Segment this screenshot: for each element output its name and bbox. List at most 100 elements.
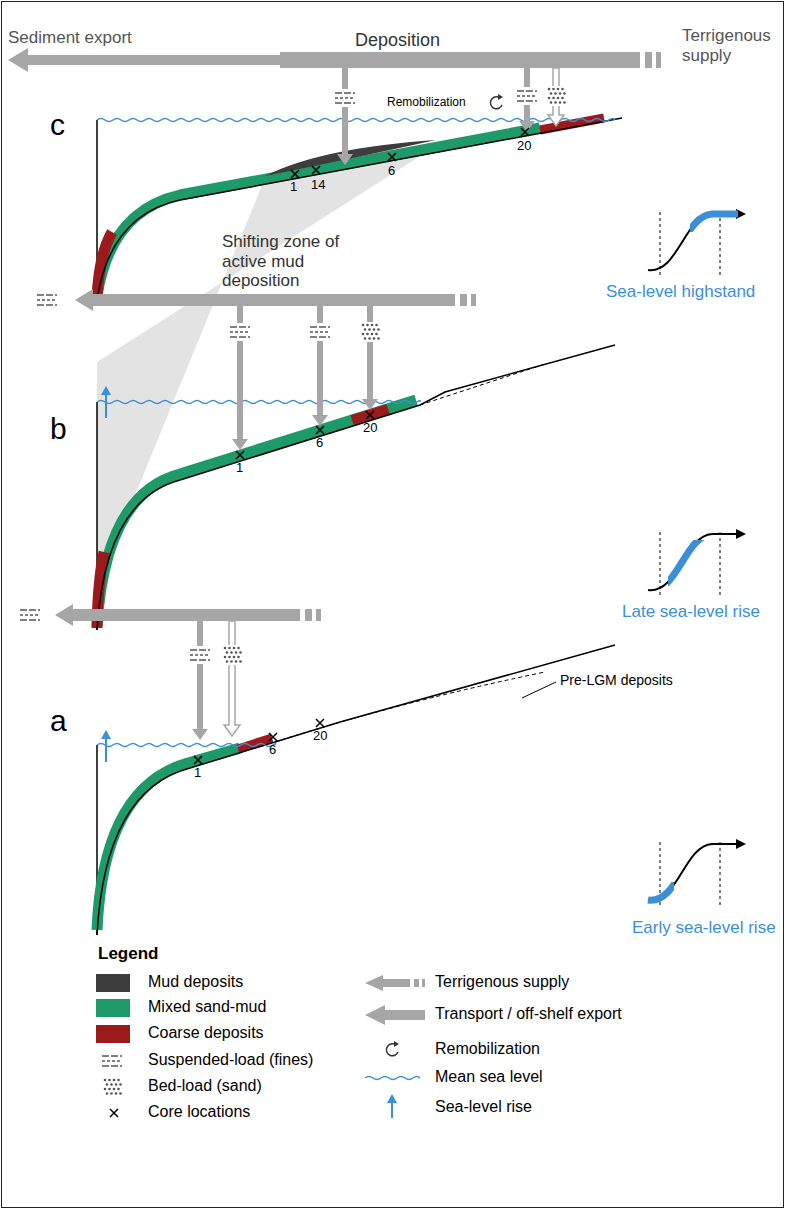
sea-level-line [365, 1077, 420, 1080]
core-mark [316, 426, 324, 434]
sea-level-rise-arrow [391, 1102, 393, 1118]
annotation-label: 1 [290, 180, 297, 195]
fines-icon [310, 336, 330, 337]
legend-title: Legend [98, 944, 158, 964]
fines-icon [18, 606, 42, 624]
annotation-label: c [50, 108, 65, 143]
sand-icon [563, 92, 566, 95]
fines-icon [310, 331, 330, 332]
sand-icon [373, 328, 376, 331]
sand-icon [373, 337, 376, 340]
annotation-label: 14 [311, 178, 325, 193]
annotation-label: 20 [517, 139, 531, 154]
sand-icon [375, 324, 378, 327]
sand-icon [375, 333, 378, 336]
core-mark [521, 128, 529, 136]
sand-icon [368, 337, 371, 340]
sand-icon [230, 651, 233, 654]
sea-level-curve-inset [648, 529, 746, 598]
sea-level-curve-inset [648, 209, 746, 278]
sea-level-rise-arrow [105, 394, 107, 418]
sand-icon [548, 88, 551, 91]
fines-icon [515, 87, 539, 105]
sand-icon [221, 645, 243, 665]
sand-icon [557, 97, 560, 100]
remobilization-icon [394, 1041, 399, 1047]
fines-icon [20, 614, 40, 615]
core-mark [388, 153, 396, 161]
sea-level-line [97, 744, 276, 747]
fines-icon [335, 97, 355, 98]
legend-text: Mixed sand-mud [148, 998, 266, 1016]
legend-icons [365, 975, 425, 1025]
sand-icon [108, 1079, 111, 1082]
legend-text: Bed-load (sand) [148, 1077, 262, 1095]
fines-icon [230, 331, 250, 332]
sand-icon [117, 1088, 120, 1091]
sand-icon [364, 328, 367, 331]
sand-icon [366, 324, 369, 327]
sand-icon [362, 324, 365, 327]
annotation-label: Deposition [355, 30, 440, 51]
fines-icon [190, 649, 210, 650]
sand-icon [224, 647, 227, 650]
legend-text: Mean sea level [435, 1068, 543, 1086]
fines-icon [100, 1052, 124, 1070]
sea-level-curve-inset [648, 839, 746, 908]
annotation-label: Pre-LGM deposits [560, 672, 673, 688]
sand-icon [224, 656, 227, 659]
legend-text: Core locations [148, 1103, 250, 1121]
sand-icon [545, 86, 567, 106]
legend-swatch [96, 974, 130, 992]
sand-icon [559, 101, 562, 104]
sand-icon [377, 328, 380, 331]
fines-icon [333, 89, 357, 107]
fines-icon [228, 323, 252, 341]
sand-icon [106, 1083, 109, 1086]
fines-icon [517, 100, 537, 101]
sand-icon [233, 656, 236, 659]
legend-swatch [96, 999, 130, 1017]
annotation-label: Late sea-level rise [622, 602, 760, 622]
core-mark [312, 166, 320, 174]
sand-icon [554, 92, 557, 95]
sand-icon [364, 337, 367, 340]
legend-swatch [96, 1025, 130, 1043]
fines-icon [308, 323, 332, 341]
annotation-label: Sea-level highstand [606, 282, 755, 302]
sand-icon [550, 92, 553, 95]
annotation-label: b [50, 412, 67, 447]
deposition-arrow [224, 621, 240, 736]
sea-level-rise-arrow [101, 386, 111, 395]
annotation-label: Early sea-level rise [632, 918, 776, 938]
annotation-label: Sediment export [8, 28, 132, 48]
fines-icon [102, 1060, 122, 1061]
legend-text: Remobilization [435, 1040, 540, 1058]
annotation-label: 6 [316, 436, 323, 451]
sand-icon [235, 660, 238, 663]
sand-icon [117, 1079, 120, 1082]
fines-icon [190, 659, 210, 660]
legend-text: Coarse deposits [148, 1024, 264, 1042]
legend-text: Terrigenous supply [435, 973, 569, 991]
sand-icon [561, 88, 564, 91]
sand-icon [237, 656, 240, 659]
core-mark [110, 1109, 118, 1117]
annotation-label: Shifting zone of active mud deposition [222, 232, 344, 291]
sand-icon [233, 647, 236, 650]
fines-icon [37, 294, 57, 295]
fines-icon [517, 95, 537, 96]
deposition-arrow [192, 621, 208, 740]
sand-icon [104, 1088, 107, 1091]
deposition-arrow [362, 306, 378, 410]
sea-level-rise-arrow [101, 730, 111, 739]
sand-icon [366, 333, 369, 336]
core-mark [316, 719, 324, 727]
fines-icon [20, 609, 40, 610]
sand-icon [106, 1092, 109, 1095]
legend-text: Sea-level rise [435, 1098, 532, 1116]
sand-icon [230, 660, 233, 663]
sand-icon [552, 88, 555, 91]
sand-icon [371, 324, 374, 327]
sand-icon [368, 328, 371, 331]
